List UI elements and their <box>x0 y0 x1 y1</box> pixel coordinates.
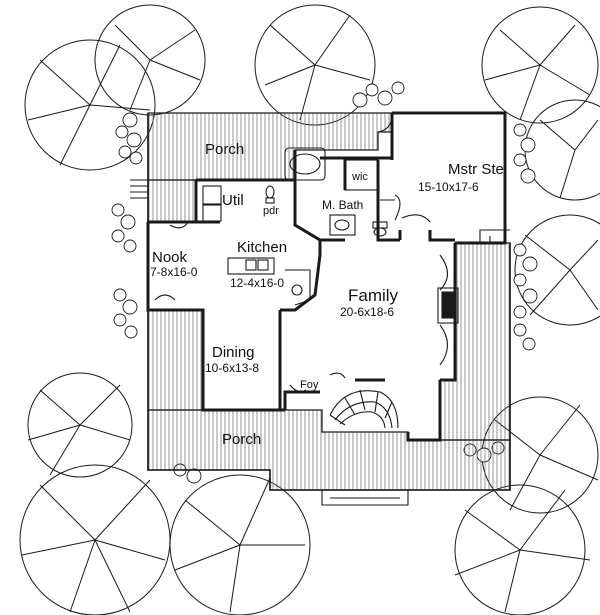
mstr-ste-dim: 15-10x17-6 <box>418 180 479 194</box>
porch-bottom-label: Porch <box>222 431 262 448</box>
wic-label: wic <box>352 171 368 183</box>
family-dim: 20-6x18-6 <box>340 305 395 319</box>
kitchen-label: Kitchen <box>237 239 288 256</box>
tree-icon <box>254 4 376 126</box>
tree-icon <box>454 484 591 615</box>
landscape-trees <box>19 4 600 615</box>
m-bath-label: M. Bath <box>322 198 364 212</box>
family-label: Family <box>348 286 399 305</box>
interior-details <box>130 117 510 506</box>
tree-icon <box>481 6 599 124</box>
mstr-ste-label: Mstr Ste <box>448 161 504 178</box>
util-label: Util <box>222 192 244 209</box>
kitchen-dim: 12-4x16-0 <box>230 276 285 290</box>
tree-icon <box>94 4 206 116</box>
porch-top-label: Porch <box>205 141 245 158</box>
nook-label: Nook <box>152 249 188 266</box>
tree-icon <box>27 372 133 478</box>
foy-label: Foy <box>300 379 319 391</box>
nook-dim: 7-8x16-0 <box>150 265 198 279</box>
tree-icon <box>24 39 156 171</box>
dining-dim: 10-6x13-8 <box>205 361 260 375</box>
porch-outline <box>147 113 511 491</box>
dining-label: Dining <box>212 344 255 361</box>
landscape-shrubs <box>111 81 538 484</box>
pdr-label: pdr <box>263 205 279 217</box>
tree-icon <box>514 214 600 326</box>
walls <box>146 111 507 442</box>
tree-icon <box>19 464 171 615</box>
tree-icon <box>524 99 600 201</box>
tree-icon <box>169 474 311 615</box>
